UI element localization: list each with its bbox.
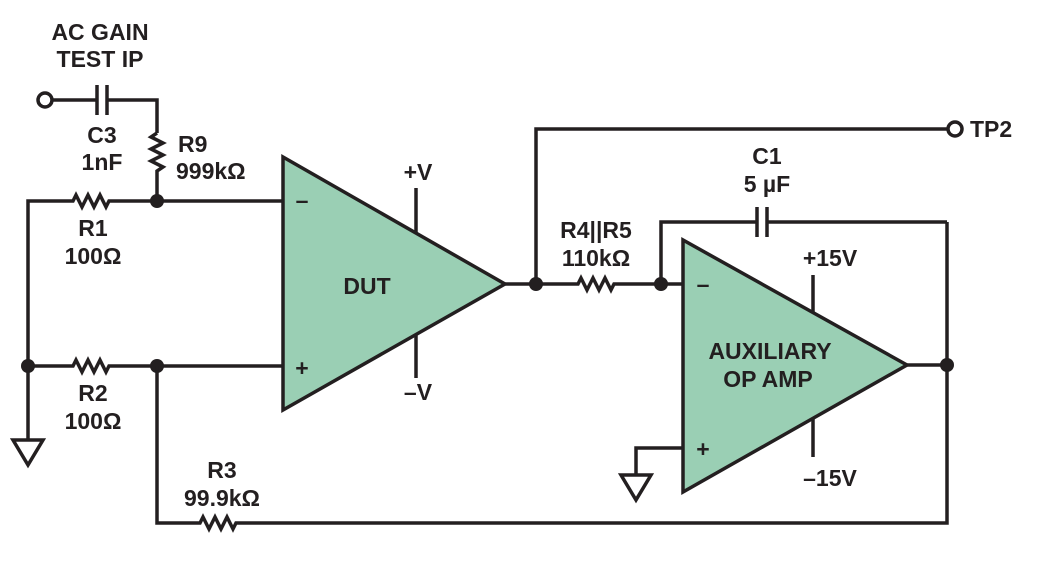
r9-value: 999kΩ xyxy=(176,158,246,184)
ground-icon xyxy=(617,446,683,504)
aux-plus-label: + xyxy=(696,436,709,462)
aux-label-line1: AUXILIARY xyxy=(708,338,831,364)
r4-r5-name: R4||R5 xyxy=(560,217,632,243)
r9-name: R9 xyxy=(178,131,207,157)
tp2-terminal xyxy=(946,120,964,138)
r1-name: R1 xyxy=(78,215,108,241)
r1-resistor xyxy=(26,191,283,366)
node xyxy=(529,277,543,291)
c1-capacitor xyxy=(659,207,947,284)
r3-resistor xyxy=(155,222,949,533)
r9-resistor xyxy=(147,131,167,201)
dut-label: DUT xyxy=(343,273,390,299)
input-title-line1: AC GAIN xyxy=(51,19,148,45)
aux-minus-label: – xyxy=(697,271,710,297)
c3-capacitor xyxy=(52,85,159,133)
c3-name: C3 xyxy=(87,122,116,148)
aux-label-line2: OP AMP xyxy=(723,366,812,392)
r1-value: 100Ω xyxy=(65,243,122,269)
dut-opamp xyxy=(281,153,509,414)
c1-value: 5 µF xyxy=(744,171,790,197)
r2-value: 100Ω xyxy=(65,408,122,434)
r4-r5-resistor xyxy=(505,274,683,294)
r3-value: 99.9kΩ xyxy=(184,485,260,511)
node xyxy=(150,194,164,208)
tp2-label: TP2 xyxy=(970,116,1012,142)
aux-opamp xyxy=(681,237,911,496)
r2-resistor xyxy=(28,356,283,376)
dut-plus-label: + xyxy=(295,355,308,381)
c1-name: C1 xyxy=(752,143,782,169)
input-terminal xyxy=(36,91,54,109)
dut-minus-label: – xyxy=(296,187,309,213)
r3-name: R3 xyxy=(207,457,236,483)
r2-name: R2 xyxy=(78,380,107,406)
r4-r5-value: 110kΩ xyxy=(562,245,630,271)
input-title-line2: TEST IP xyxy=(57,46,144,72)
aux-vneg-label: –15V xyxy=(803,465,857,491)
ground-icon xyxy=(9,366,47,469)
c3-value: 1nF xyxy=(82,149,123,175)
aux-vpos-label: +15V xyxy=(803,245,858,271)
dut-vpos-label: +V xyxy=(404,159,433,185)
dut-vneg-label: –V xyxy=(404,379,433,405)
node xyxy=(940,358,954,372)
tp2-wire xyxy=(534,127,948,284)
